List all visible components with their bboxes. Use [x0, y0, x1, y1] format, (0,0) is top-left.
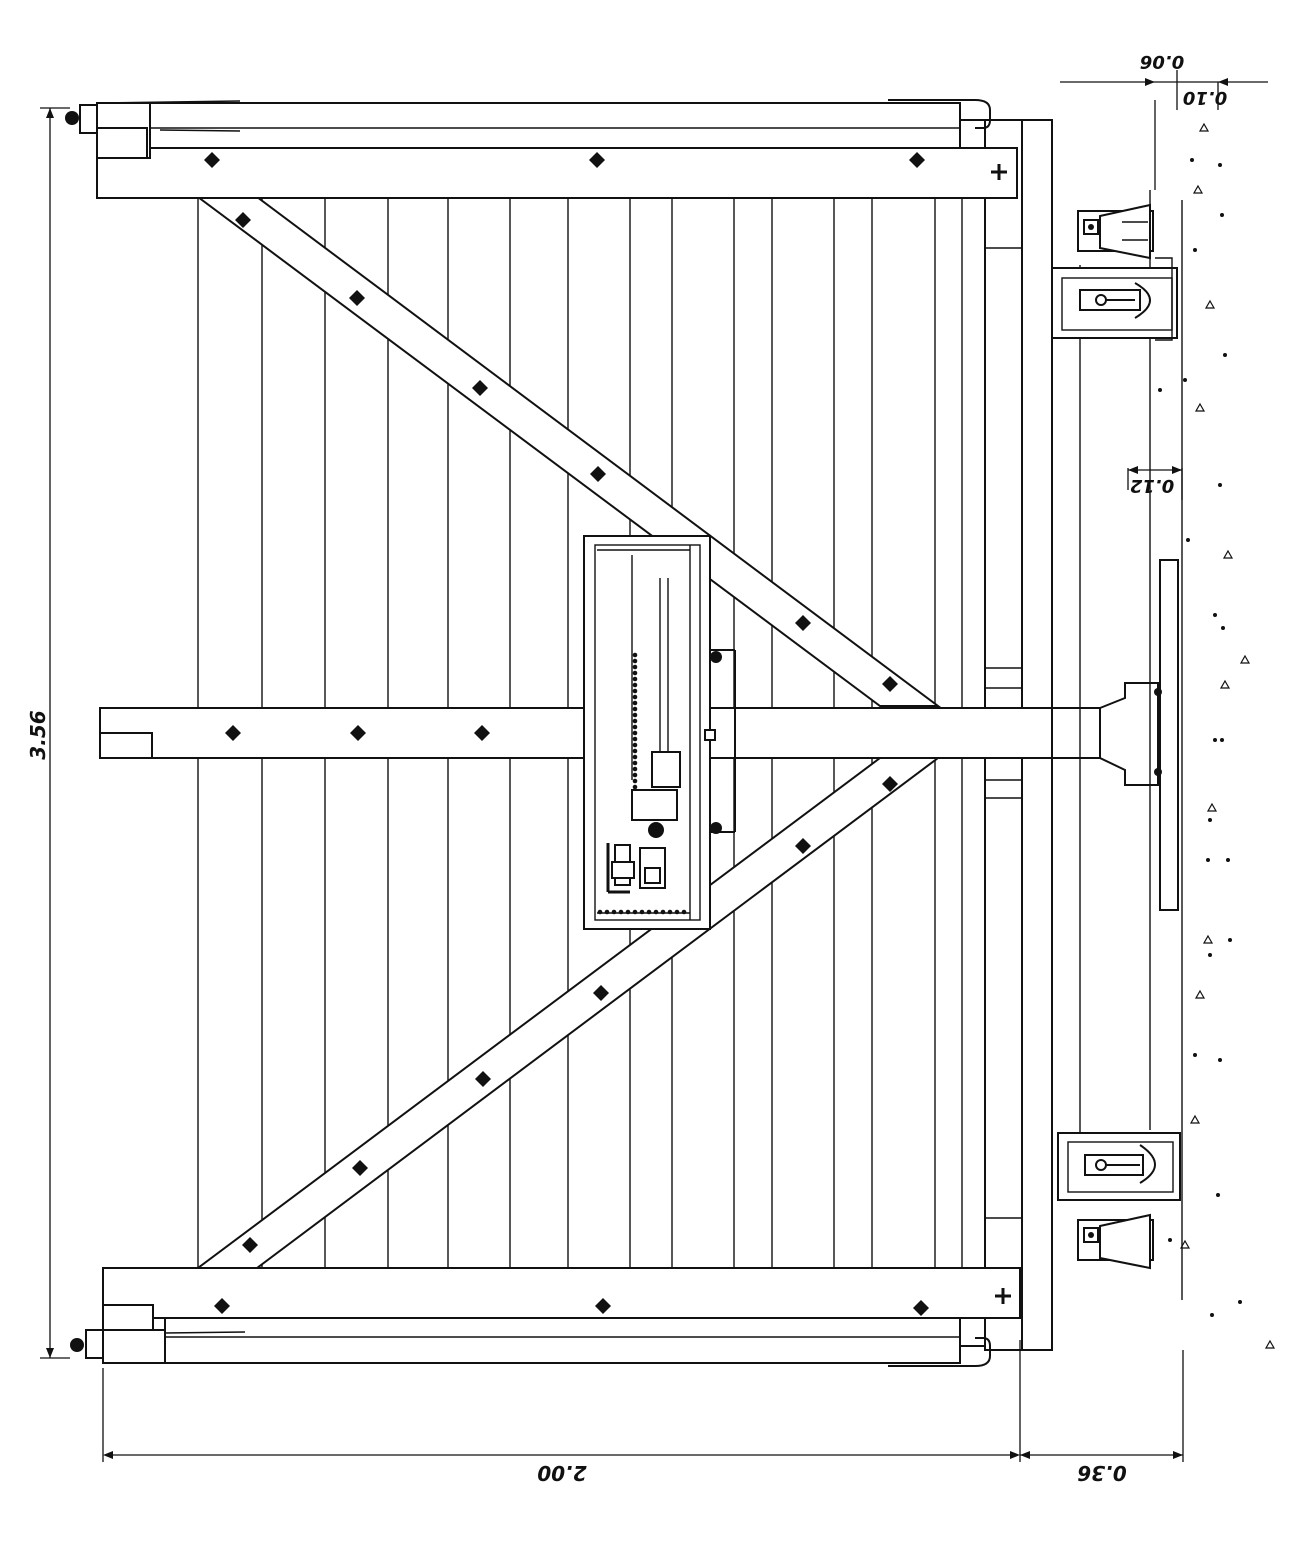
bolt-markers — [204, 152, 1011, 1316]
top-offset-a-label: 0.06 — [1140, 51, 1184, 72]
ground-rail — [1051, 190, 1183, 1300]
bolt-marker — [235, 212, 251, 228]
bolt-marker — [350, 725, 366, 741]
height-dimension: 3.56 — [26, 107, 70, 1359]
bolt-marker — [595, 1298, 611, 1314]
gravel-mark — [1222, 549, 1234, 559]
bolt-marker — [242, 1237, 258, 1253]
gravel-mark — [1220, 213, 1224, 217]
top-rail — [96, 99, 1018, 199]
bolt-marker — [214, 1298, 230, 1314]
gravel-mark — [1183, 378, 1187, 382]
gravel-mark — [1218, 483, 1222, 487]
mid-offset-label: 0.12 — [1130, 475, 1174, 496]
gravel-mark — [1213, 738, 1217, 742]
bolt-marker — [590, 466, 606, 482]
center-base-plate — [1099, 559, 1179, 911]
gravel-mark — [1193, 248, 1197, 252]
gravel-mark — [1219, 679, 1231, 689]
bolt-marker — [475, 1071, 491, 1087]
top-left-hinge — [65, 104, 98, 134]
cross-bolt — [995, 1288, 1011, 1304]
gravel-mark — [1194, 402, 1206, 412]
gravel-mark — [1208, 818, 1212, 822]
bolt-marker — [795, 838, 811, 854]
bolt-marker — [882, 776, 898, 792]
gravel-mark — [1158, 388, 1162, 392]
gravel-mark — [1220, 738, 1224, 742]
gravel-mark — [1228, 938, 1232, 942]
cross-bolt — [991, 164, 1007, 180]
bolt-marker — [593, 985, 609, 1001]
bolt-marker — [589, 152, 605, 168]
gravel-mark — [1218, 163, 1222, 167]
gravel-mark — [1239, 654, 1251, 664]
gravel-mark — [1190, 158, 1194, 162]
upper-roller-unit — [1051, 203, 1178, 341]
gravel-mark — [1194, 989, 1206, 999]
width-dimension: 2.00 0.36 — [102, 1340, 1184, 1485]
bolt-marker — [349, 290, 365, 306]
gravel-mark — [1213, 613, 1217, 617]
bolt-marker — [909, 152, 925, 168]
height-dimension-label: 3.56 — [26, 710, 50, 759]
bolt-marker — [225, 725, 241, 741]
bottom-rail — [102, 1267, 1021, 1367]
bolt-marker — [913, 1300, 929, 1316]
top-offset-dimensions: 0.06 0.10 — [1060, 51, 1268, 190]
gravel-mark — [1210, 1313, 1214, 1317]
ground-gravel — [1158, 122, 1276, 1349]
foundation-dimension-label: 0.36 — [1077, 1461, 1126, 1485]
gravel-mark — [1221, 626, 1225, 630]
gravel-mark — [1223, 353, 1227, 357]
top-offset-b-label: 0.10 — [1183, 87, 1227, 108]
bolt-marker — [204, 152, 220, 168]
bolt-marker — [882, 676, 898, 692]
lower-roller-unit — [1057, 1132, 1181, 1270]
bolt-marker — [472, 380, 488, 396]
gravel-mark — [1202, 934, 1214, 944]
width-dimension-label: 2.00 — [537, 1461, 586, 1485]
gravel-mark — [1216, 1193, 1220, 1197]
drive-chain — [597, 652, 687, 915]
gravel-mark — [1179, 1239, 1191, 1249]
gravel-mark — [1264, 1339, 1276, 1349]
gravel-mark — [1208, 953, 1212, 957]
gravel-mark — [1206, 802, 1218, 812]
gravel-mark — [1238, 1300, 1242, 1304]
gravel-mark — [1186, 538, 1190, 542]
bottom-left-hinge — [70, 1329, 104, 1359]
gravel-mark — [1193, 1053, 1197, 1057]
drive-control-box — [583, 535, 736, 930]
gravel-mark — [1204, 299, 1216, 309]
bolt-marker — [352, 1160, 368, 1176]
mid-offset-dimension: 0.12 — [1127, 466, 1183, 500]
bolt-marker — [474, 725, 490, 741]
bolt-marker — [795, 615, 811, 631]
gravel-mark — [1168, 1238, 1172, 1242]
gravel-mark — [1198, 122, 1210, 132]
gravel-mark — [1206, 858, 1210, 862]
gravel-mark — [1226, 858, 1230, 862]
gravel-mark — [1218, 1058, 1222, 1062]
gravel-mark — [1189, 1114, 1201, 1124]
gravel-mark — [1192, 184, 1204, 194]
